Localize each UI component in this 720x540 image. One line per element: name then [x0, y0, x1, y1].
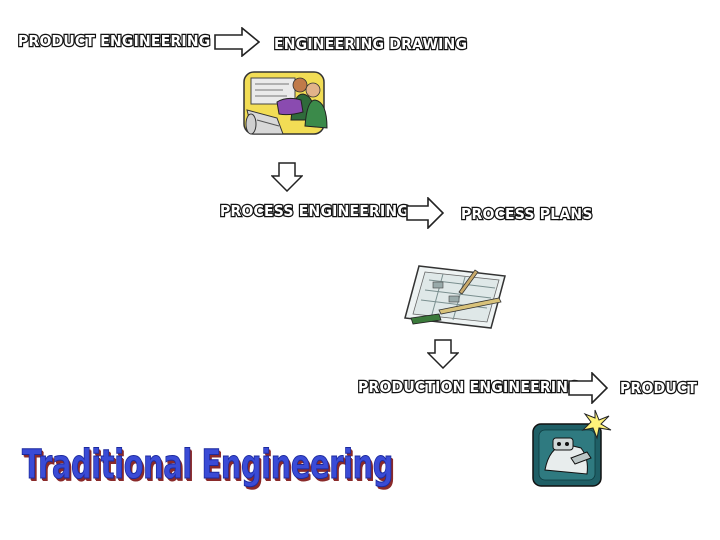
right-arrow-icon [214, 27, 260, 57]
product-label: PRODUCT [619, 379, 698, 398]
process-engineering-label: PROCESS ENGINEERING [219, 202, 410, 221]
slide-title: Traditional Engineering [22, 442, 394, 489]
down-arrow-icon [427, 339, 459, 369]
process-plan-blueprint-clipart [404, 265, 506, 329]
production-engineering-label: PRODUCTION ENGINEERING [357, 378, 581, 397]
product-engineering-label: PRODUCT ENGINEERING [17, 32, 212, 51]
right-arrow-icon [406, 197, 444, 229]
right-arrow-icon [568, 372, 608, 404]
robot-product-clipart [532, 409, 612, 487]
engineering-drawing-label: ENGINEERING DRAWING [273, 35, 468, 54]
process-plans-label: PROCESS PLANS [460, 205, 594, 224]
drafting-people-clipart [243, 71, 328, 135]
down-arrow-icon [271, 162, 303, 192]
